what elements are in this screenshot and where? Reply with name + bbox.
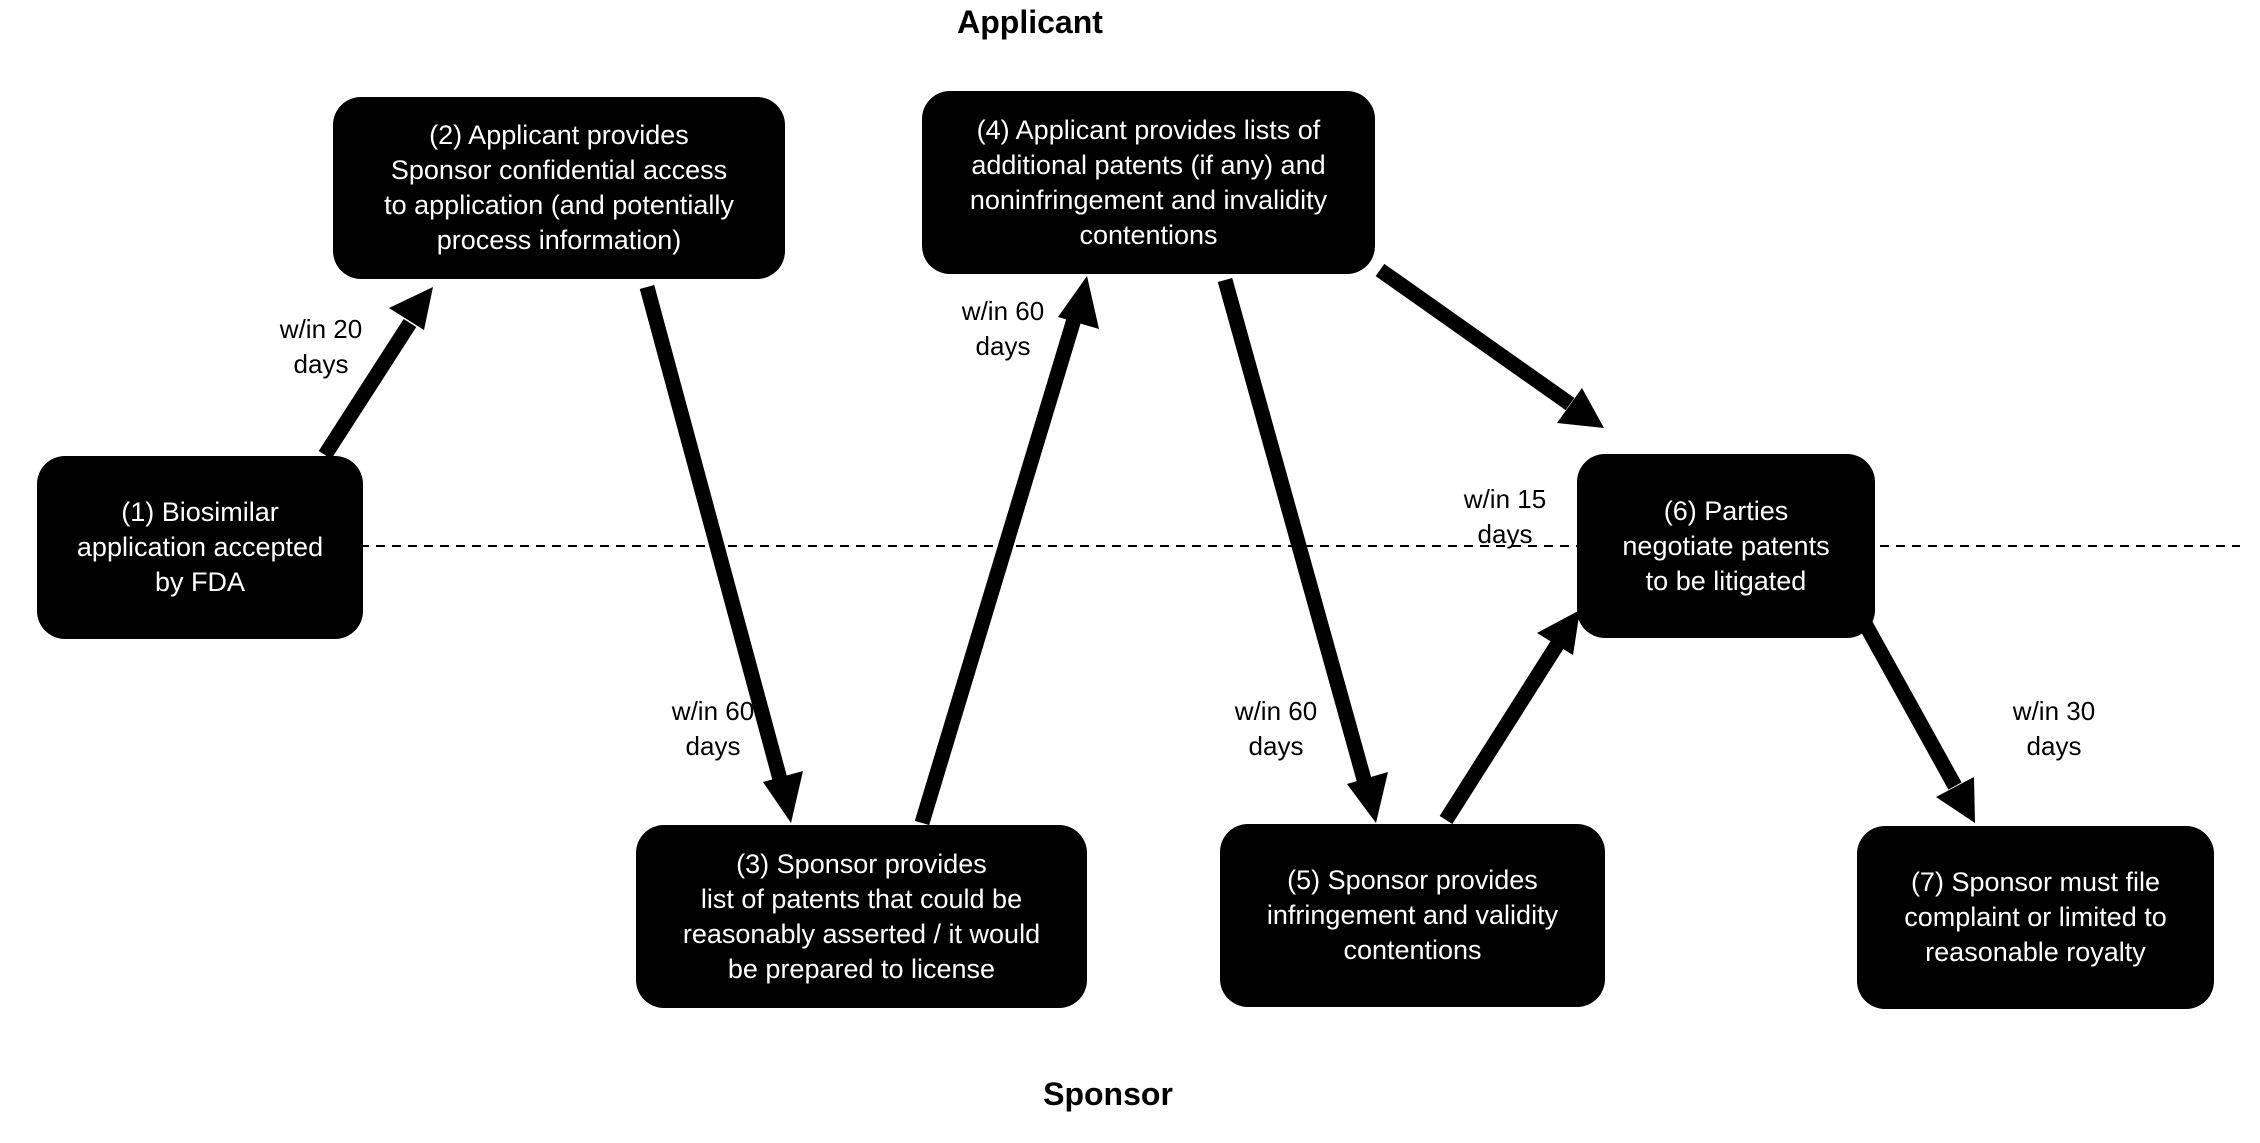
step-2-text: (2) Applicant provides Sponsor confident… (384, 120, 734, 255)
step-2-box: (2) Applicant provides Sponsor confident… (333, 97, 785, 279)
step-7-box: (7) Sponsor must file complaint or limit… (1857, 826, 2214, 1009)
lane-label-applicant: Applicant (957, 4, 1103, 40)
lane-label-sponsor: Sponsor (1043, 1076, 1173, 1112)
arrowhead-4-to-6 (1557, 388, 1604, 428)
arrow-4-to-5 (1217, 277, 1373, 786)
step-4-text: (4) Applicant provides lists of addition… (969, 114, 1328, 250)
arrowhead-5-to-6 (1537, 610, 1580, 655)
arrowhead-4-to-5 (1347, 772, 1388, 823)
arrowhead-3-to-4 (1058, 276, 1099, 329)
arrow-4-to-6 (1375, 263, 1575, 411)
arrow-1-to-2 (318, 318, 417, 460)
step-7-text: (7) Sponsor must file complaint or limit… (1904, 867, 2167, 967)
arrow-6-to-7 (1856, 616, 1962, 790)
time-label-6: w/in 15 days (1463, 484, 1547, 549)
arrowhead-2-to-3 (763, 771, 803, 823)
time-label-2-to-3: w/in 60 days (671, 696, 755, 761)
step-5-box: (5) Sponsor provides infringement and va… (1220, 824, 1605, 1007)
step-4-box: (4) Applicant provides lists of addition… (922, 91, 1375, 274)
arrow-2-to-3 (639, 285, 789, 785)
time-label-4-to-5: w/in 60 days (1234, 696, 1318, 761)
arrowhead-1-to-2 (389, 287, 433, 330)
step-6-text: (6) Parties negotiate patents to be liti… (1622, 495, 1830, 596)
step-3-text: (3) Sponsor provides list of patents tha… (682, 848, 1041, 984)
arrow-3-to-4 (914, 313, 1083, 826)
arrow-5-to-6 (1439, 640, 1564, 825)
time-label-1-to-2: w/in 20 days (279, 314, 363, 379)
step-1-text: (1) Biosimilar application accepted by F… (76, 497, 324, 597)
step-3-box: (3) Sponsor provides list of patents tha… (636, 825, 1087, 1008)
time-label-6-to-7: w/in 30 days (2012, 696, 2096, 761)
step-1-box: (1) Biosimilar application accepted by F… (37, 456, 363, 639)
step-5-text: (5) Sponsor provides infringement and va… (1266, 865, 1559, 965)
step-6-box: (6) Parties negotiate patents to be liti… (1577, 454, 1875, 638)
time-label-3-to-4: w/in 60 days (961, 296, 1045, 361)
arrowhead-6-to-7 (1936, 777, 1975, 823)
